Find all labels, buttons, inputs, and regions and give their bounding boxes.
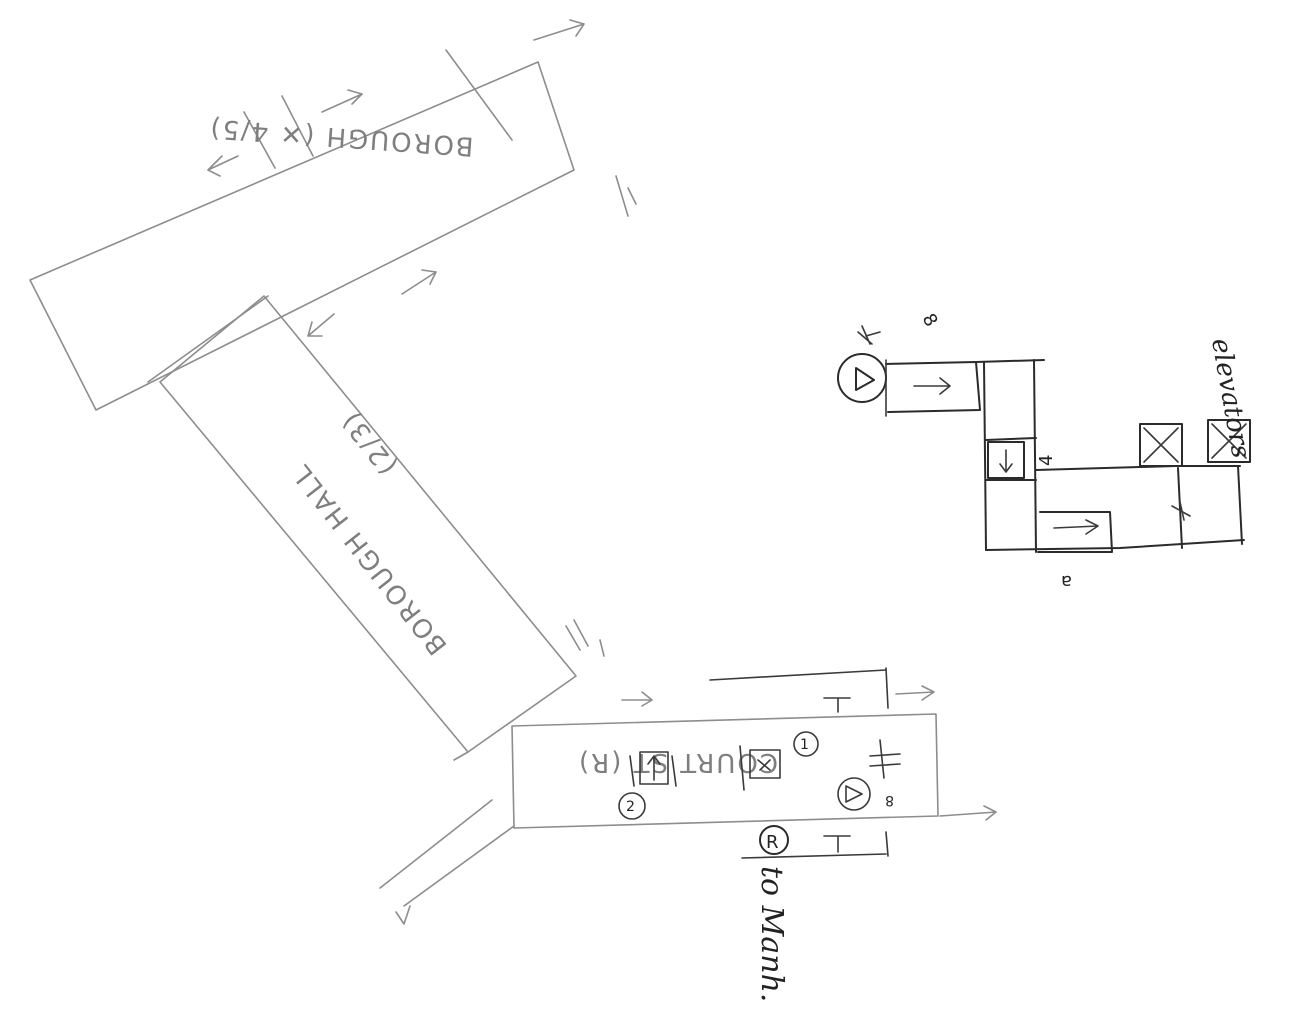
elevator-box-1 <box>1139 423 1183 467</box>
mark-a: a <box>1061 571 1072 592</box>
elevator-layout-diagram: 8 4 a elevators <box>837 310 1256 592</box>
court-st-platform: COURT ST (R) 1 2 8 R to <box>379 667 997 1002</box>
elevators-label: elevators <box>1205 336 1256 461</box>
route-circle-r <box>759 825 789 855</box>
borough-hall-label: BOROUGH HALL <box>286 458 454 661</box>
signal-digits: 8 <box>885 792 894 808</box>
to-manhattan-label: to Manh. <box>754 866 789 1002</box>
direction-arrows-top <box>207 19 637 337</box>
down-arrow-box <box>987 441 1025 479</box>
station-circle-2 <box>618 792 646 820</box>
court-st-label: COURT ST (R) <box>577 747 778 777</box>
borough-4-5-platform: BOROUGH (✕ 4/5) <box>29 49 575 411</box>
start-triangle-icon <box>855 367 875 391</box>
delta-circle-bottom <box>837 777 871 811</box>
svg-text:2: 2 <box>626 799 635 815</box>
mark-4: 4 <box>1036 455 1057 466</box>
mark-8: 8 <box>918 310 942 330</box>
delta-circle-start <box>837 353 887 403</box>
stair-box <box>639 751 669 785</box>
svg-text:1: 1 <box>800 737 809 753</box>
triangle-icon <box>845 785 863 803</box>
borough-hall-lines: (2/3) <box>335 405 403 480</box>
route-letter: R <box>766 832 779 853</box>
turnstile-box <box>749 749 781 779</box>
elevator-box-2 <box>1207 419 1251 463</box>
station-circle-1 <box>793 731 819 757</box>
borough-hall-platform: BOROUGH HALL (2/3) <box>159 295 605 761</box>
borough-4-5-label: BOROUGH (✕ 4/5) <box>207 112 474 160</box>
